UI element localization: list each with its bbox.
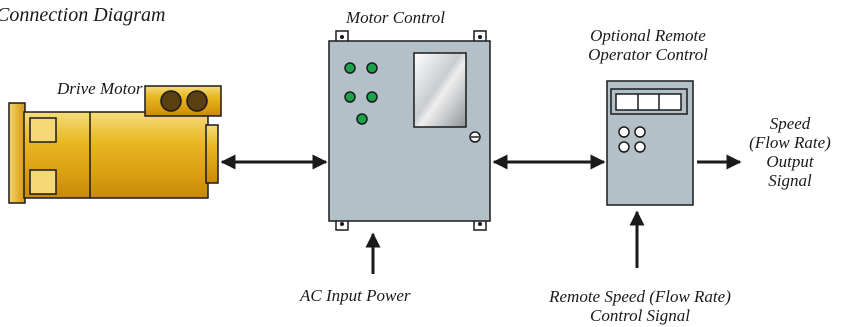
terminal-lug-icon <box>186 90 208 112</box>
display-window <box>413 52 467 128</box>
speed-output-label-line4: Signal <box>768 171 812 190</box>
speed-output-label-line2: (Flow Rate) <box>749 133 831 152</box>
indicator-light-icon <box>344 91 356 103</box>
remote-operator-control <box>606 80 694 206</box>
remote-operator-label: Optional Remote Operator Control <box>560 26 736 64</box>
indicator-light-icon <box>366 91 378 103</box>
motor-control-label: Motor Control <box>346 8 446 27</box>
remote-signal-label-line2: Control Signal <box>590 306 690 325</box>
motor-panel <box>29 169 57 195</box>
motor-panel <box>29 117 57 143</box>
remote-button-icon <box>618 126 630 138</box>
indicator-light-icon <box>366 62 378 74</box>
speed-output-label-line1: Speed <box>769 114 811 133</box>
motor-control-box <box>328 30 491 231</box>
speed-output-label: Speed (Flow Rate) Output Signal <box>744 114 836 190</box>
remote-button-icon <box>634 126 646 138</box>
remote-signal-label: Remote Speed (Flow Rate) Control Signal <box>520 287 760 325</box>
indicator-light-icon <box>344 62 356 74</box>
drive-motor <box>8 85 222 204</box>
ac-input-label: AC Input Power <box>300 286 411 305</box>
terminal-box <box>144 85 222 117</box>
remote-signal-label-line1: Remote Speed (Flow Rate) <box>549 287 731 306</box>
remote-operator-label-line2: Operator Control <box>588 45 708 64</box>
terminal-lug-icon <box>160 90 182 112</box>
drive-motor-label: Drive Motor <box>57 79 143 98</box>
mounting-hole-icons <box>340 35 482 226</box>
remote-button-icon <box>634 141 646 153</box>
motor-end-bell <box>205 124 219 184</box>
remote-operator-label-line1: Optional Remote <box>590 26 706 45</box>
diagram-title: Connection Diagram <box>0 4 166 26</box>
indicator-light-icon <box>356 113 368 125</box>
motor-flange <box>8 102 26 204</box>
remote-display <box>615 93 682 111</box>
speed-output-label-line3: Output <box>766 152 814 171</box>
remote-button-icon <box>618 141 630 153</box>
